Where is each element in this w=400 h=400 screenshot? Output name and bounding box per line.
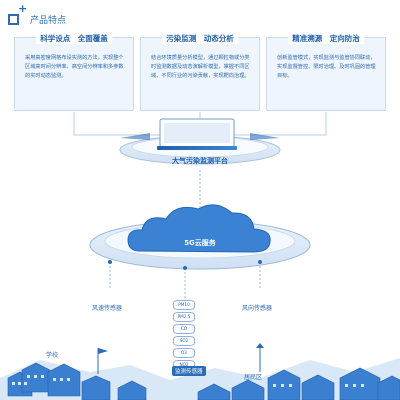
section-title: 产品特点 [30,16,67,26]
cloud-service-illustration [89,170,311,270]
feature-card-coverage: 科学设点 全面覆盖 采用高密度网格布设实测的方法，实现整个区域高时间分辨率、高空… [14,33,134,111]
pollutant-sensor-stack: PM10 PM2.5 CO SO2 O3 NO2 [173,300,195,372]
feature-card-body: 采用高密度网格布设实测的方法，实现整个区域高时间分辨率、高空间分辨率和多参数的实… [25,55,124,79]
monitor-sensor-label: 监测传感器 [172,366,206,376]
feature-card-title: 科学设点 全面覆盖 [36,33,112,44]
platform-illustration [119,118,281,165]
feature-card-title: 污染监测 动态分析 [162,33,238,44]
feature-card-body: 创新监管模式，实现监测与监管协同联动，实现监督管控、限时治理、及时巩固的管理目标… [277,55,376,79]
city-illustration [0,343,400,400]
wind-direction-sensor-label: 风向传感器 [242,305,273,312]
pollutant-pm10: PM10 [173,300,195,310]
pollutant-so2: SO2 [173,336,195,346]
square-icon [8,14,19,25]
pollutant-co: CO [173,324,195,334]
feature-card-analysis: 污染监测 动态分析 结合环境质量分析模型，通过颗粒物或分类时监测数据及动态演解析… [140,33,260,111]
place-school: 学校 [46,352,59,359]
place-residential: 居民区 [244,374,263,381]
cloud-service-label: 5G云服务 [184,239,216,247]
feature-card-body: 结合环境质量分析模型，通过颗粒物或分类时监测数据及动态演解析模型，掌握不同区域、… [151,55,250,79]
sensor-connectors [109,262,261,298]
platform-label: 大气污染监测平台 [172,157,228,165]
pollutant-o3: O3 [173,348,195,358]
pollutant-pm25: PM2.5 [173,312,195,322]
plus-icon: + [18,2,28,15]
feature-card-tracing: 精准溯源 定向防治 创新监管模式，实现监测与监管协同联动，实现监督管控、限时治理… [266,33,386,111]
feature-card-title: 精准溯源 定向防治 [288,33,364,44]
wind-speed-sensor-label: 风速传感器 [92,305,123,312]
